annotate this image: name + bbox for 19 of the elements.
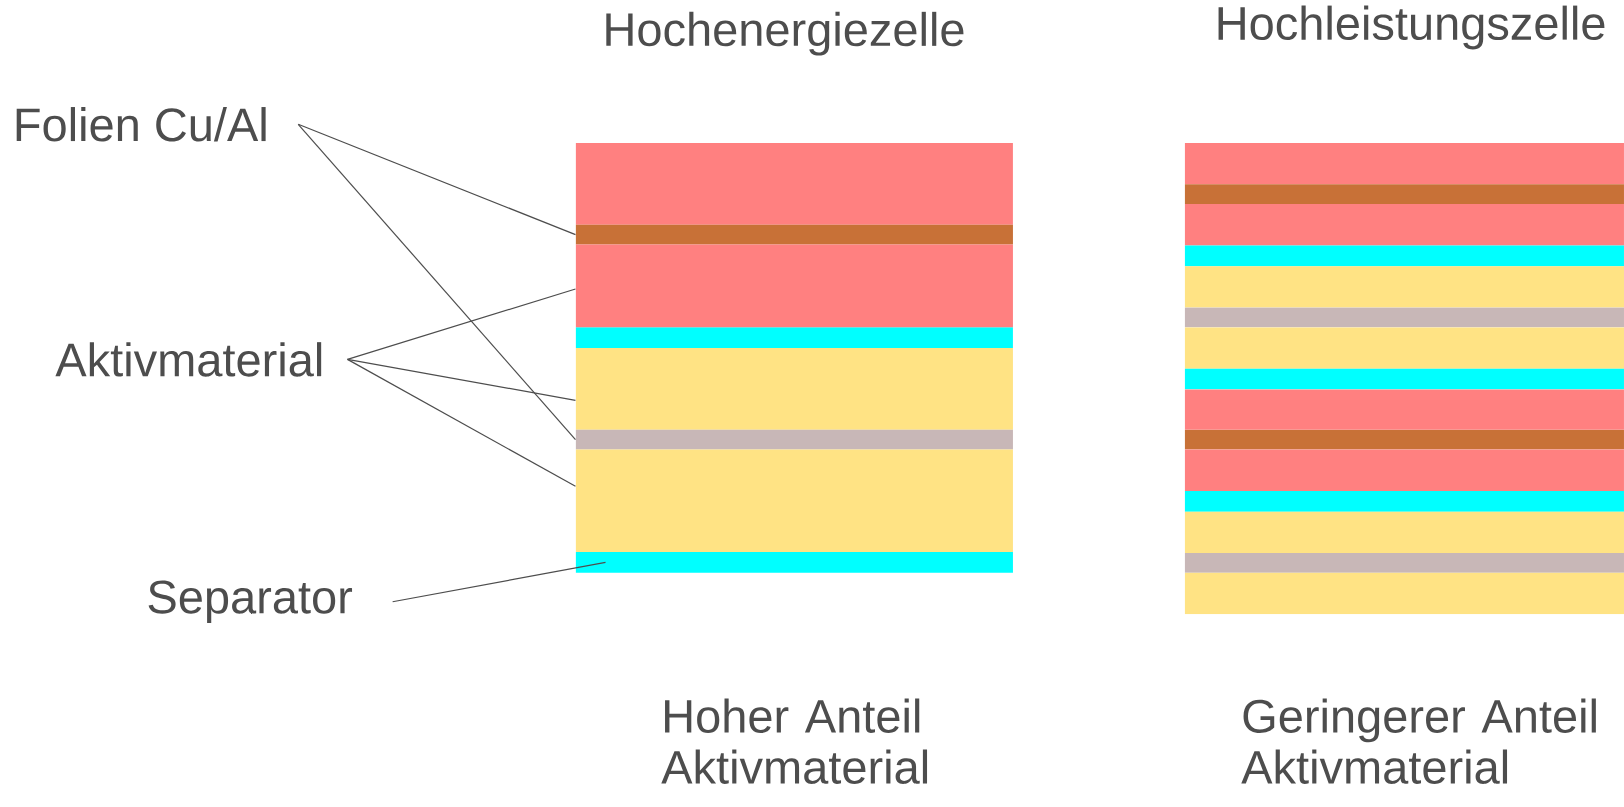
- caption-text: Hoher Anteil Aktivmaterial: [661, 698, 928, 785]
- leader-line: [297, 123, 577, 441]
- callout-label: Separator: [148, 580, 353, 624]
- leader-line: [392, 561, 607, 603]
- layer-bar: [575, 449, 1013, 553]
- leader-line: [297, 123, 577, 236]
- layer-bar: [575, 348, 1013, 430]
- caption-text: Geringerer Anteil Aktivmaterial: [1241, 698, 1596, 785]
- leader-line: [346, 288, 577, 361]
- layer-bar: [575, 244, 1013, 328]
- callout-label: Folien Cu/Al: [16, 107, 266, 142]
- heading: Hochleistungszelle: [1218, 5, 1605, 50]
- layer-bar: [575, 429, 1013, 450]
- layer-bar: [575, 552, 1013, 573]
- leader-line: [346, 358, 577, 401]
- callout-label: Aktivmaterial: [55, 342, 322, 377]
- leader-line: [346, 358, 577, 487]
- heading: Hochenergiezelle: [606, 11, 964, 56]
- layer-bar: [575, 224, 1013, 245]
